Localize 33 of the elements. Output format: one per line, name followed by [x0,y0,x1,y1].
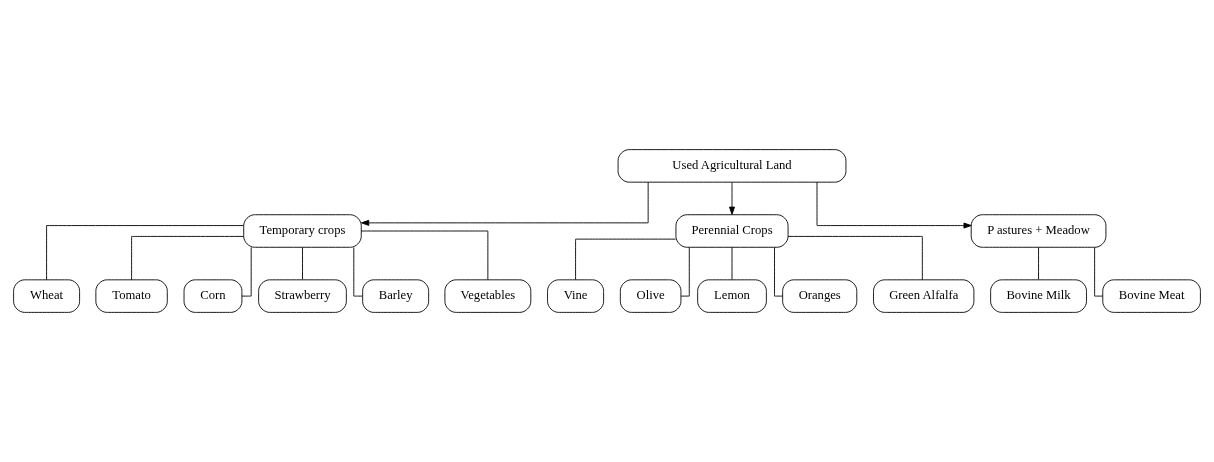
node-box: Perennial Crops [675,214,789,248]
node-box: Vine [547,279,605,313]
arrow [816,181,972,229]
connector [575,238,676,281]
connector [774,247,783,297]
node-box: P astures + Meadow [970,214,1107,248]
node-box: Tomato [95,279,168,313]
arrow [361,181,649,226]
node-box: Olive [619,279,682,313]
connector [353,247,363,297]
connector [360,230,489,281]
connector [131,236,245,281]
arrow [729,181,735,215]
node-box: Corn [183,279,243,313]
node-box: Wheat [13,279,81,313]
node-box: Barley [362,279,430,313]
node-box: Oranges [782,279,858,313]
node-box: Green Alfalfa [873,279,975,313]
node-box: Temporary crops [243,214,362,248]
connector [302,247,303,280]
node-box: Used Agricultural Land [617,149,847,183]
node-box: Bovine Milk [990,279,1087,313]
connector [241,247,252,297]
connector [1038,247,1039,280]
connector [46,225,244,281]
connector [680,247,690,297]
connector [1094,247,1103,297]
node-box: Lemon [697,279,767,313]
connector [787,236,923,281]
node-box: Vegetables [444,279,532,313]
node-box: Strawberry [258,279,347,313]
node-box: Bovine Meat [1102,279,1201,313]
connector [731,247,733,280]
